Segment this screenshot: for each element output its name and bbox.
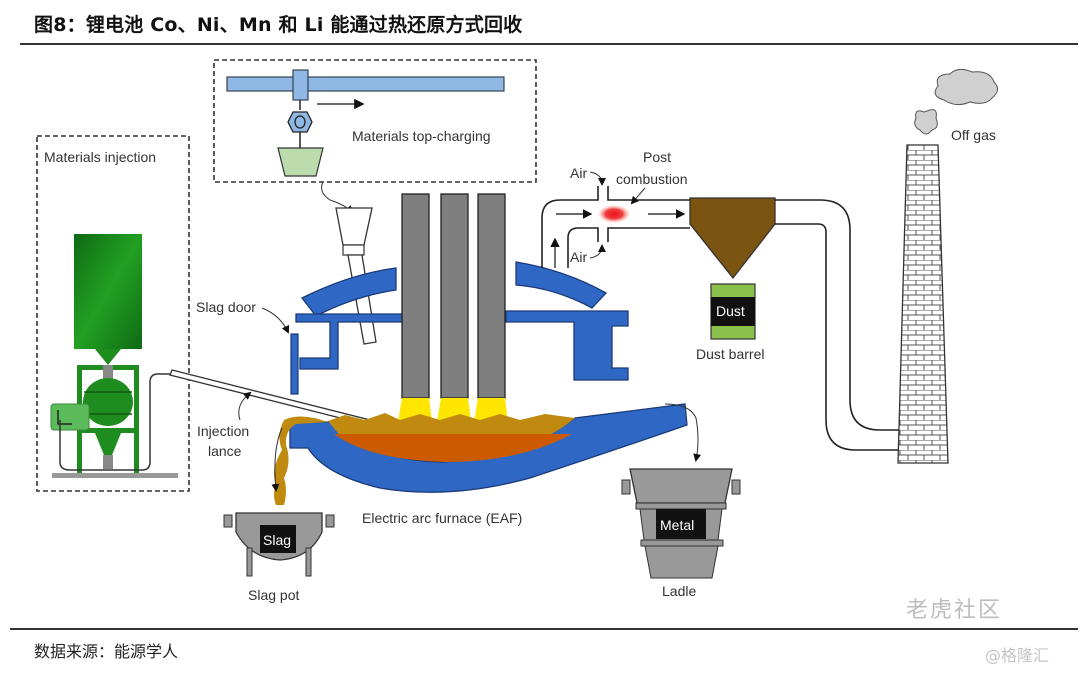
watermark-gelonghui: @格隆汇 xyxy=(985,646,1050,665)
slag-pot: Slag Slag pot xyxy=(223,512,335,603)
control-box-icon xyxy=(50,403,90,431)
dust-collector xyxy=(689,197,776,280)
label-air-top: Air xyxy=(570,165,587,181)
off-gas-duct: Air Air Post combustion xyxy=(541,149,900,451)
label-slag: Slag xyxy=(263,532,291,548)
cloud-icon xyxy=(934,68,998,106)
slag-door xyxy=(290,333,299,395)
title-divider xyxy=(20,43,1078,45)
furnace-wall-left xyxy=(295,313,403,370)
label-post: Post xyxy=(643,149,671,165)
post-combustion-flame-icon xyxy=(598,205,630,223)
pressure-vessel-icon xyxy=(83,378,133,426)
label-lance: lance xyxy=(208,443,242,459)
label-air-bottom: Air xyxy=(570,249,587,265)
crane-trolley xyxy=(292,69,309,101)
label-combustion: combustion xyxy=(616,171,688,187)
charging-chute xyxy=(335,207,373,246)
label-materials-top-charging: Materials top-charging xyxy=(352,128,491,144)
furnace-wall-right xyxy=(505,310,629,381)
label-dust-barrel: Dust barrel xyxy=(696,346,764,362)
injection-lance: Injection lance xyxy=(169,369,371,459)
footer-divider xyxy=(10,628,1078,630)
label-ladle: Ladle xyxy=(662,583,696,599)
furnace-roof-left xyxy=(301,267,397,317)
label-injection: Injection xyxy=(197,423,249,439)
ground-base xyxy=(52,473,178,478)
furnace-bowl xyxy=(289,403,688,493)
label-off-gas: Off gas xyxy=(951,127,996,143)
chimney: Off gas xyxy=(897,68,998,464)
silo-icon xyxy=(74,234,142,349)
top-charging-group: Materials top-charging xyxy=(213,59,537,214)
label-materials-injection: Materials injection xyxy=(44,149,156,165)
materials-injection-box xyxy=(36,135,190,492)
label-slag-door: Slag door xyxy=(196,299,256,315)
charging-bucket-icon xyxy=(277,147,324,177)
label-metal: Metal xyxy=(660,517,694,533)
ladle: Metal Ladle xyxy=(621,468,741,599)
molten-metal xyxy=(334,434,572,462)
slag-pour xyxy=(274,416,328,505)
figure-title: 图8：锂电池 Co、Ni、Mn 和 Li 能通过热还原方式回收 xyxy=(34,14,523,36)
watermark-tiger: 老虎社区 xyxy=(906,598,1003,623)
electrode-3 xyxy=(477,193,506,399)
label-eaf: Electric arc furnace (EAF) xyxy=(362,510,522,526)
electrode-2 xyxy=(440,193,469,399)
data-source: 数据来源：能源学人 xyxy=(34,642,179,661)
furnace-roof-right xyxy=(515,261,608,309)
top-charging-box xyxy=(213,59,537,183)
label-dust: Dust xyxy=(716,303,745,319)
electrode-1 xyxy=(401,193,430,399)
smoke-puff-icon xyxy=(914,109,938,135)
label-slag-pot: Slag pot xyxy=(248,587,299,603)
crane-rail xyxy=(226,76,505,92)
materials-injection-group: Materials injection xyxy=(36,135,190,492)
dust-barrel: Dust Dust barrel xyxy=(696,283,764,362)
